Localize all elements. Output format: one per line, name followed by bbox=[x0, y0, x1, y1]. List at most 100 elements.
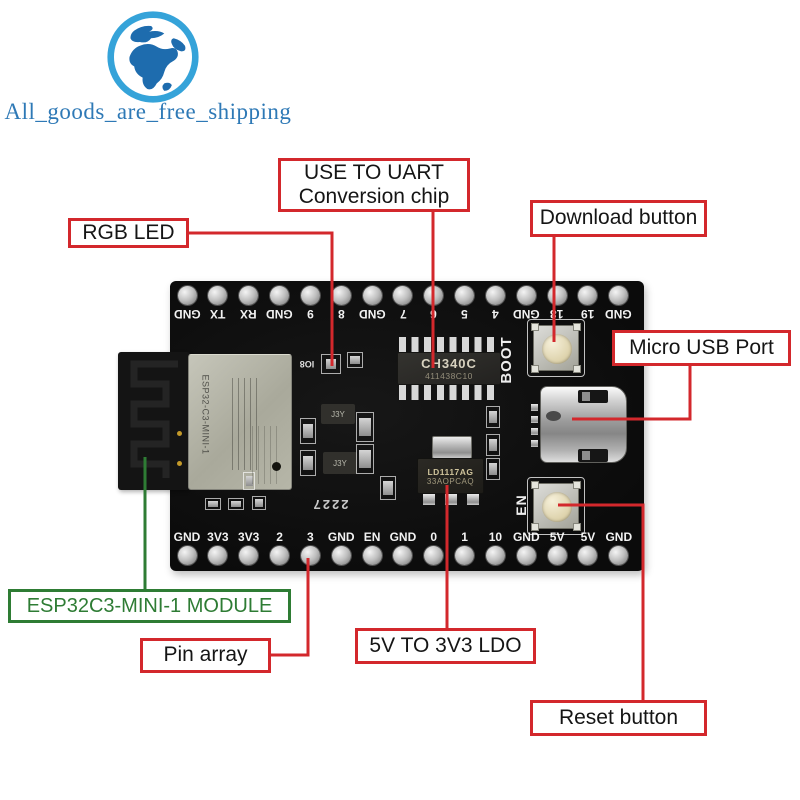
passive-component bbox=[356, 444, 374, 474]
passive-component bbox=[347, 352, 363, 368]
test-pad bbox=[177, 461, 182, 466]
usb-shell-slot bbox=[578, 449, 608, 462]
pin: GND bbox=[388, 530, 418, 572]
pin-hole bbox=[578, 546, 598, 565]
logo-text: All_goods_are_free_shipping bbox=[4, 99, 292, 124]
passive-component bbox=[486, 458, 500, 480]
pin-label: 0 bbox=[430, 530, 438, 544]
button-clip bbox=[531, 523, 539, 531]
pin: GND bbox=[511, 530, 541, 572]
pin-label: GND bbox=[327, 530, 355, 544]
pin: 5V bbox=[573, 530, 603, 572]
ldo-pin bbox=[423, 494, 435, 505]
button-clip bbox=[573, 481, 581, 489]
button-clip bbox=[531, 323, 539, 331]
pin-hole bbox=[362, 286, 382, 305]
pin-hole bbox=[455, 286, 475, 305]
button-clip bbox=[573, 523, 581, 531]
pin-label: GND bbox=[173, 530, 201, 544]
pin: GND bbox=[172, 286, 202, 328]
callout-download-button: Download button bbox=[530, 200, 707, 237]
callout-text: Conversion chip bbox=[298, 185, 450, 208]
pin: 8 bbox=[326, 286, 356, 328]
pin: 1 bbox=[450, 530, 480, 572]
ldo-pin bbox=[445, 494, 457, 505]
boot-button-silkscreen bbox=[527, 319, 585, 377]
pin: GND bbox=[172, 530, 202, 572]
pin-hole bbox=[547, 546, 567, 565]
pin: TX bbox=[203, 286, 233, 328]
callout-text: Micro USB Port bbox=[629, 335, 774, 359]
uart-chip-code: 411438C10 bbox=[425, 371, 473, 381]
pin: 9 bbox=[295, 286, 325, 328]
rgb-led-component bbox=[321, 354, 341, 374]
pin: 3V3 bbox=[203, 530, 233, 572]
transistor: J3Y bbox=[323, 452, 357, 474]
pin-label: RX bbox=[240, 307, 258, 321]
passive-component bbox=[356, 412, 374, 442]
reset-en-button-cap bbox=[542, 492, 572, 522]
pin: GND bbox=[604, 530, 634, 572]
globe-icon bbox=[107, 11, 199, 103]
pin-hole bbox=[270, 286, 290, 305]
callout-reset-button: Reset button bbox=[530, 700, 707, 736]
pin-label: 4 bbox=[492, 307, 499, 321]
callout-ldo: 5V TO 3V3 LDO bbox=[355, 628, 536, 664]
pin-label: 3 bbox=[307, 530, 314, 544]
uart-chip: CH340C 411438C10 bbox=[397, 352, 501, 385]
pin-hole bbox=[424, 286, 444, 305]
pin-label: GND bbox=[173, 307, 201, 321]
pin-hole bbox=[424, 546, 444, 565]
pin-hole bbox=[362, 546, 382, 565]
pin-hole bbox=[547, 286, 567, 305]
transistor-code: J3Y bbox=[331, 409, 345, 419]
pin-hole bbox=[516, 546, 536, 565]
pin-hole bbox=[331, 546, 351, 565]
pin: 6 bbox=[419, 286, 449, 328]
ldo-chip-line2: 33AOPCAQ bbox=[426, 476, 475, 486]
pin-hole bbox=[270, 546, 290, 565]
pin-hole bbox=[331, 286, 351, 305]
pin-label: GND bbox=[512, 530, 540, 544]
chip-pins bbox=[399, 337, 500, 352]
antenna-meander bbox=[130, 360, 178, 478]
transistor: J3Y bbox=[321, 404, 355, 424]
pin: GND bbox=[604, 286, 634, 328]
pin-label: GND bbox=[389, 530, 417, 544]
pin: 0 bbox=[419, 530, 449, 572]
pin-label: TX bbox=[210, 307, 226, 321]
pin-hole bbox=[516, 286, 536, 305]
pin-label: GND bbox=[358, 307, 386, 321]
callout-micro-usb-port: Micro USB Port bbox=[612, 330, 791, 366]
callout-text: Reset button bbox=[558, 705, 679, 729]
pin: 4 bbox=[480, 286, 510, 328]
button-clip bbox=[531, 365, 539, 373]
callout-text: USE TO UART bbox=[303, 160, 445, 184]
module-antenna bbox=[118, 352, 190, 490]
pin-hole bbox=[300, 546, 320, 565]
callout-esp32c3-module: ESP32C3-MINI-1 MODULE bbox=[8, 589, 291, 623]
ldo-chip-line1: LD1117AG bbox=[427, 466, 474, 477]
ldo-pin bbox=[467, 494, 479, 505]
pin: GND bbox=[357, 286, 387, 328]
silkscreen-io8: IO8 bbox=[299, 359, 315, 369]
bottom-pin-row: GND 3V3 3V3 2 3 GND EN GND 0 1 10 GND 5V… bbox=[172, 530, 634, 572]
pin: 5 bbox=[450, 286, 480, 328]
callout-text: ESP32C3-MINI-1 MODULE bbox=[26, 594, 273, 617]
module-name-text: ESP32-C3-MINI-1 bbox=[200, 374, 211, 455]
usb-shell-hole bbox=[546, 411, 561, 421]
pin: GND bbox=[511, 286, 541, 328]
pin-hole bbox=[239, 546, 259, 565]
passive-component bbox=[243, 472, 255, 490]
uart-chip-name: CH340C bbox=[421, 356, 477, 371]
usb-solder-pin bbox=[531, 440, 538, 447]
pin: 3 bbox=[295, 530, 325, 572]
callout-text: 5V TO 3V3 LDO bbox=[369, 633, 522, 657]
pin: GND bbox=[265, 286, 295, 328]
pin-label: EN bbox=[363, 530, 381, 544]
pin-hole bbox=[578, 286, 598, 305]
button-clip bbox=[531, 481, 539, 489]
silkscreen-en: EN bbox=[513, 494, 529, 516]
boot-button bbox=[531, 323, 581, 373]
